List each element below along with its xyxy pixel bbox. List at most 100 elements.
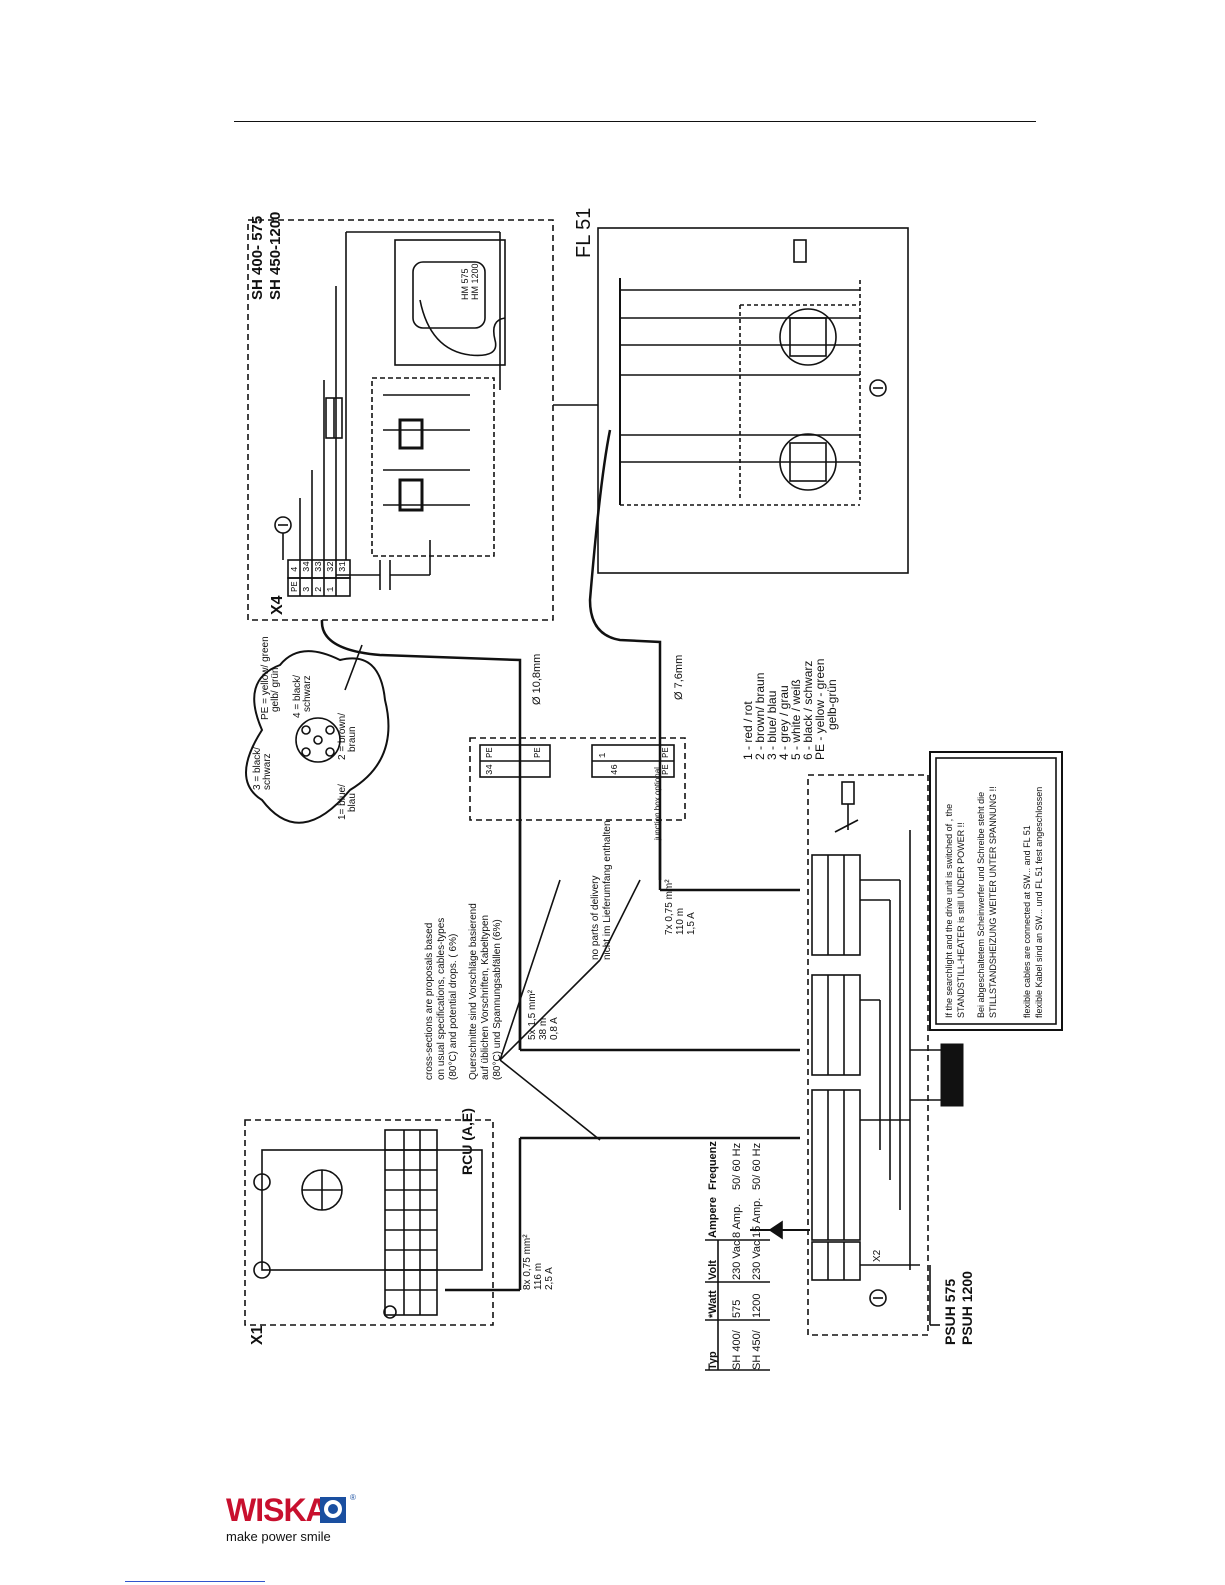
fl51-earth-symbol <box>869 379 887 397</box>
connector-blob <box>245 650 390 824</box>
lamp-box <box>394 239 506 366</box>
svg-text:Frequenz: Frequenz <box>707 1141 719 1190</box>
svg-text:PE: PE <box>661 764 671 775</box>
contactor-k1 <box>841 781 855 805</box>
connector-w2b: braun <box>347 726 358 752</box>
cable-7x-length: 110 m <box>675 908 686 935</box>
svg-text:Volt: Volt <box>707 1260 719 1280</box>
svg-text:1 - red / rot: 1 - red / rot <box>741 701 755 760</box>
rcu-box <box>244 1119 494 1326</box>
svg-text:PE: PE <box>661 747 671 758</box>
header-rule <box>234 121 1036 122</box>
warning-text: If the searchlight and the drive unit is… <box>944 786 1044 1018</box>
x1-label: X1 <box>249 1325 266 1345</box>
junction-box-note: junction box optional <box>653 767 662 841</box>
connector-w4: 4 = black/ <box>292 675 303 718</box>
choke-e1 <box>940 1043 964 1107</box>
cable-5x-length: 38 m <box>538 1018 549 1040</box>
fl51-label: FL 51 <box>573 208 595 258</box>
junction-terminal-labels: PE 34 PE 1 46 PE PE <box>485 747 671 775</box>
svg-text:1200: 1200 <box>751 1294 763 1318</box>
psuh-label-2: PSUH 1200 <box>959 1271 975 1345</box>
svg-text:8 Amp.: 8 Amp. <box>731 1204 743 1238</box>
svg-text:575: 575 <box>731 1300 743 1318</box>
connector-w1: 1= blue/ <box>337 784 348 820</box>
spec-table: Typ *Watt Volt Ampere Frequenz SH 400/ 5… <box>707 1141 763 1370</box>
psuh-box <box>807 774 929 1336</box>
svg-text:Bei abgeschaltetem Scheinwerfe: Bei abgeschaltetem Scheinwerfer und Schr… <box>976 792 986 1018</box>
svg-text:2 - brown/ braun: 2 - brown/ braun <box>753 673 767 760</box>
junction-box <box>469 737 686 821</box>
svg-text:31: 31 <box>338 561 348 572</box>
svg-text:STANDSTILL-HEATER is still UND: STANDSTILL-HEATER is still UNDER POWER !… <box>956 822 966 1018</box>
hm-label-2: HM 1200 <box>470 263 480 300</box>
cable-fl51 <box>588 429 662 880</box>
svg-text:32: 32 <box>326 561 336 572</box>
rcu-label: RCU (A,E) <box>459 1108 475 1175</box>
brand-wordmark: WISKA <box>226 1492 329 1528</box>
svg-text:34: 34 <box>485 764 495 775</box>
svg-text:PE - yellow - green: PE - yellow - green <box>813 659 827 760</box>
svg-text:flexible cables are connected: flexible cables are connected at SW... a… <box>1022 825 1032 1018</box>
svg-text:3: 3 <box>302 587 312 592</box>
sh-label-1: SH 400- 575 <box>249 216 266 300</box>
svg-text:6 - black / schwarz: 6 - black / schwarz <box>801 661 815 760</box>
svg-text:15 Amp.: 15 Amp. <box>751 1198 763 1238</box>
svg-text:46: 46 <box>610 764 620 775</box>
cross-sections-en-1: cross-sections are proposals based <box>424 923 435 1080</box>
cross-sections-en-2: on usual specifications, cables-types <box>436 918 447 1080</box>
cross-sections-de-2: auf üblichen Vorschriften, Kabeltypen <box>480 915 491 1080</box>
sh-label-2: SH 450-1200 <box>267 212 284 300</box>
svg-text:4: 4 <box>290 567 300 572</box>
cable-1-diameter: Ø 10,8mm <box>531 654 543 705</box>
cable-2-diameter: Ø 7,6mm <box>673 655 685 700</box>
psuh-terminal-strips <box>811 854 861 1281</box>
svg-text:*Watt: *Watt <box>707 1290 719 1318</box>
svg-text:If the searchlight and the dri: If the searchlight and the drive unit is… <box>944 804 954 1018</box>
hm-label-1: HM 575 <box>460 268 470 300</box>
svg-text:PE: PE <box>533 747 543 758</box>
cable-5x-spec: 5x 1,5 mm² <box>527 989 538 1040</box>
motor-m2 <box>779 308 837 366</box>
brand-tagline: make power smile <box>226 1529 331 1544</box>
connector-pe: PE = yellow/ green <box>260 636 271 720</box>
x1-terminal-grid <box>385 1130 437 1315</box>
coil-b <box>398 478 424 512</box>
svg-text:4 - grey / grau: 4 - grey / grau <box>777 685 791 760</box>
connector-w2: 2 = brown/ <box>337 713 348 760</box>
svg-text:Typ: Typ <box>707 1351 719 1370</box>
coil-a <box>398 418 424 450</box>
x2-label: X2 <box>872 1249 883 1262</box>
registered-mark: ® <box>350 1493 356 1502</box>
connector-face <box>295 717 341 763</box>
svg-text:1: 1 <box>598 753 608 758</box>
svg-text:50/ 60 Hz: 50/ 60 Hz <box>751 1143 763 1190</box>
svg-text:SH 450/: SH 450/ <box>751 1329 763 1370</box>
color-legend: 1 - red / rot 2 - brown/ braun 3 - blue/… <box>741 659 839 760</box>
no-parts-note: no parts of delivery <box>590 876 601 961</box>
svg-text:230 Vac: 230 Vac <box>751 1240 763 1280</box>
svg-text:SH 400/: SH 400/ <box>731 1329 743 1370</box>
lamp-h1 <box>253 1173 271 1191</box>
svg-text:PE: PE <box>290 581 300 592</box>
cable-7x-amp: 1,5 A <box>686 912 697 935</box>
no-parts-note-de: nicht im Lieferumfang enthalten <box>602 820 613 960</box>
supply-arrow <box>768 1220 783 1240</box>
cross-sections-de-3: (80°C) und Spannungsabfällen (6%) <box>492 919 503 1080</box>
motor-m3 <box>779 433 837 491</box>
svg-text:STILLSTANDSHEIZUNG WEITER UNTE: STILLSTANDSHEIZUNG WEITER UNTER SPANNUNG… <box>988 786 998 1018</box>
warning-box <box>929 751 1063 1031</box>
svg-text:34: 34 <box>302 561 312 572</box>
x4-label: X4 <box>269 595 286 615</box>
svg-text:33: 33 <box>314 561 324 572</box>
svg-text:1: 1 <box>326 587 336 592</box>
svg-text:Ampere: Ampere <box>707 1197 719 1238</box>
sh-searchlight-box <box>247 219 554 621</box>
svg-text:230 Vac: 230 Vac <box>731 1240 743 1280</box>
connector-w1b: blau <box>347 793 358 812</box>
cable-7x-spec: 7x 0,75 mm² <box>664 879 675 935</box>
brand-badge-icon <box>320 1497 346 1523</box>
svg-text:gelb-grün: gelb-grün <box>825 679 839 730</box>
ballast-box <box>371 377 495 557</box>
